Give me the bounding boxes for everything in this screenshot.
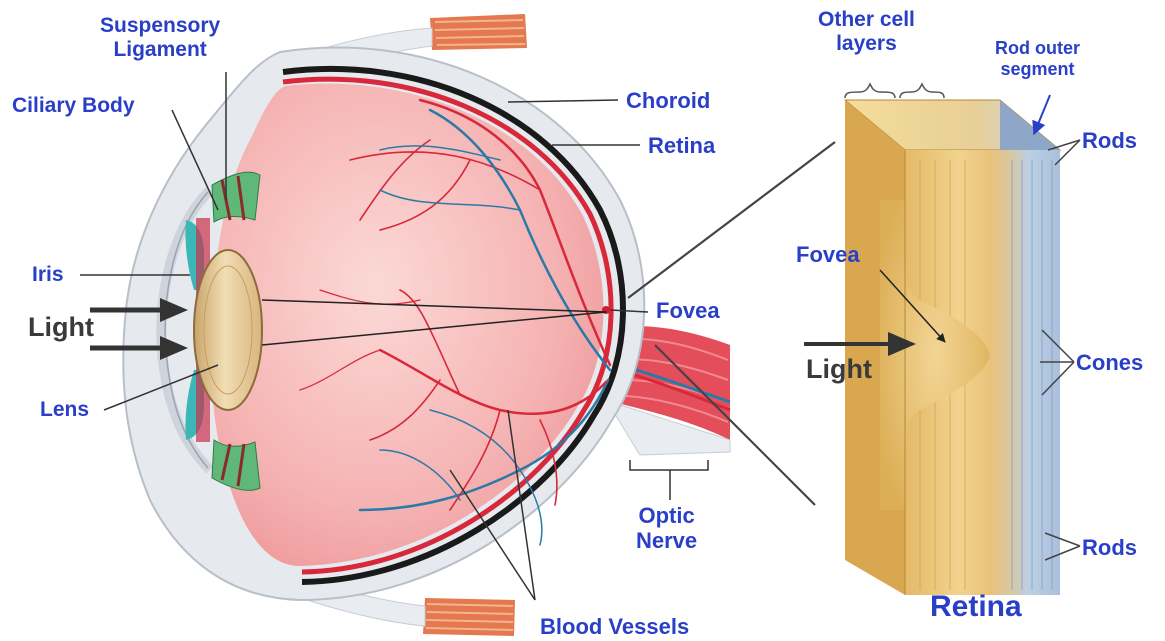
label-other-cell-line2: layers bbox=[818, 32, 915, 56]
label-optic-line2: Nerve bbox=[636, 528, 697, 553]
label-other-cell-line1: Other cell bbox=[818, 8, 915, 32]
label-rod-outer-line2: segment bbox=[995, 59, 1080, 80]
label-other-cell-layers: Other cell layers bbox=[818, 8, 915, 56]
cell-layer-braces bbox=[845, 84, 944, 98]
label-choroid: Choroid bbox=[626, 88, 710, 113]
label-retina-title: Retina bbox=[930, 590, 1022, 625]
label-rod-outer-line1: Rod outer bbox=[995, 38, 1080, 59]
retina-cross-section bbox=[845, 100, 1060, 595]
label-light-left: Light bbox=[28, 312, 94, 343]
label-optic-nerve: Optic Nerve bbox=[636, 503, 697, 554]
rod-outer-segment-arrow bbox=[1034, 95, 1050, 134]
label-blood-vessels: Blood Vessels bbox=[540, 614, 689, 639]
label-fovea-retina: Fovea bbox=[796, 242, 860, 267]
label-ciliary-body: Ciliary Body bbox=[12, 94, 135, 118]
label-retina: Retina bbox=[648, 133, 715, 158]
label-cones: Cones bbox=[1076, 350, 1143, 375]
label-iris: Iris bbox=[32, 263, 64, 287]
label-suspensory-ligament: Suspensory Ligament bbox=[100, 14, 220, 62]
label-suspensory-line2: Ligament bbox=[100, 38, 220, 62]
label-lens: Lens bbox=[40, 398, 89, 422]
label-light-right: Light bbox=[806, 354, 872, 385]
label-suspensory-line1: Suspensory bbox=[100, 14, 220, 38]
label-fovea-eye: Fovea bbox=[656, 298, 720, 323]
label-rods-bottom: Rods bbox=[1082, 535, 1137, 560]
label-optic-line1: Optic bbox=[636, 503, 697, 528]
label-rod-outer-segment: Rod outer segment bbox=[995, 38, 1080, 79]
label-rods-top: Rods bbox=[1082, 128, 1137, 153]
